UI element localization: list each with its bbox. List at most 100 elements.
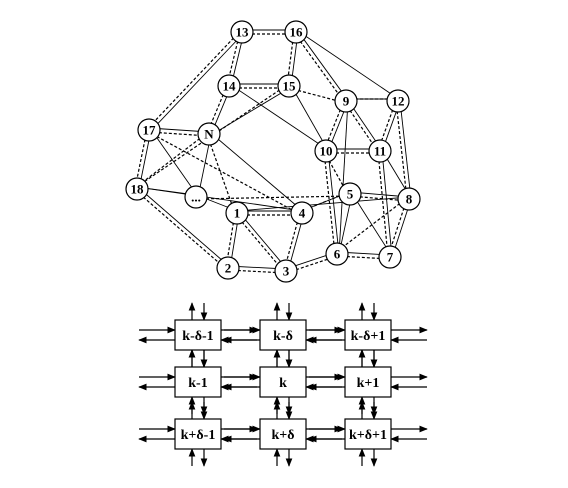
graph-node-5: 5 [338, 182, 362, 206]
grid-cell-label: k+δ+1 [349, 428, 387, 443]
dashed-edge-5-4 [301, 191, 350, 212]
graph-node-circle [338, 182, 362, 206]
grid-boxes: k-δ-1 k-δ k-δ+1 k-1 k k+1 k+δ-1 k+δ k+δ+1 [174, 319, 392, 450]
dashed-edge-13-17 [147, 30, 241, 130]
graph-node-3: 3 [274, 259, 298, 283]
dashed-edge-18-2 [135, 190, 228, 270]
grid-cell-2-1: k+δ [259, 418, 307, 450]
graph-node-circle [290, 201, 314, 225]
dashed-edge-8-6 [335, 196, 409, 253]
graph-node-10: 10 [314, 139, 338, 163]
grid-cell-label: k+1 [357, 376, 380, 391]
graph-node-circle [274, 259, 298, 283]
graph-node-label: 16 [290, 25, 304, 40]
dashed-edge-16-9 [293, 32, 345, 103]
graph-node-circle [277, 74, 301, 98]
graph-node-circle [184, 185, 208, 209]
graph-node-circle [230, 20, 254, 44]
grid-cell-2-0: k+δ-1 [174, 418, 222, 450]
solid-edge-17-dots [150, 128, 199, 197]
grid-cell-box [259, 319, 307, 351]
graph-node-circle [334, 89, 358, 113]
graph-node-label: 8 [406, 192, 413, 207]
grid-cell-0-2: k-δ+1 [344, 319, 392, 351]
grid-arrows [138, 302, 428, 467]
dashed-edge-dots-5 [196, 195, 351, 200]
graph-node-circle [137, 118, 161, 142]
grid-cell-box [174, 319, 222, 351]
graph-node-label: 4 [299, 206, 306, 221]
solid-edge-14-10 [229, 83, 328, 150]
dashed-edge-3-6 [286, 255, 338, 274]
solid-edge-10-6 [327, 150, 340, 254]
graph-node-N: N [197, 122, 221, 146]
graph-node-17: 17 [137, 118, 161, 142]
graph-node-label: 15 [283, 79, 297, 94]
graph-node-circle [386, 89, 410, 113]
graph-node-8: 8 [397, 187, 421, 211]
graph-node-label: 5 [347, 187, 354, 202]
grid-cell-box [259, 418, 307, 450]
dashed-edge-N-1 [206, 134, 236, 214]
solid-edge-11-7 [381, 150, 393, 257]
dashed-edge-12-11 [377, 100, 397, 151]
solid-edge-12-8 [399, 100, 412, 199]
grid-cell-0-1: k-δ [259, 319, 307, 351]
graph-node-circle [125, 177, 149, 201]
graph-node-16: 16 [284, 20, 308, 44]
dashed-edge-9-10 [323, 100, 345, 151]
graph-node-label: 6 [334, 247, 341, 262]
grid-cell-label: k-δ [273, 329, 293, 344]
graph-node-11: 11 [368, 139, 392, 163]
graph-node-13: 13 [230, 20, 254, 44]
graph-node-circle [368, 139, 392, 163]
graph-node-4: 4 [290, 201, 314, 225]
grid-cell-2-2: k+δ+1 [344, 418, 392, 450]
grid-cell-label: k [279, 376, 287, 391]
solid-edge-1-3 [238, 211, 288, 270]
dashed-edge-14-N [206, 84, 228, 134]
graph-node-14: 14 [217, 74, 241, 98]
solid-edge-13-17 [150, 33, 244, 132]
solid-edge-1-8 [236, 196, 409, 212]
solid-edge-18-4 [137, 186, 303, 212]
graph-node-label: N [204, 127, 214, 142]
grid-cell-box [344, 366, 392, 398]
solid-edge-15-10 [290, 84, 329, 151]
graph-node-circle [216, 256, 240, 280]
graph-node-label: 17 [143, 123, 157, 138]
solid-edge-16-12 [296, 29, 400, 100]
graph-node-circle [378, 245, 402, 269]
graph-node-circle [314, 139, 338, 163]
graph-node-circle [397, 187, 421, 211]
graph-node-circle [284, 20, 308, 44]
dashed-edge-6-7 [336, 255, 390, 260]
graph-node-label: 18 [131, 182, 145, 197]
grid-cell-1-2: k+1 [344, 366, 392, 398]
dashed-edge-12-8 [395, 101, 408, 200]
grid-cell-label: k-1 [188, 376, 207, 391]
graph-node-label: 10 [320, 144, 333, 159]
solid-edge-9-6 [338, 101, 349, 255]
grid-cell-1-1: k [259, 366, 307, 398]
dashed-edge-11-7 [377, 151, 389, 258]
solid-edge-16-9 [297, 30, 348, 101]
grid-cell-box [259, 366, 307, 398]
grid-cell-0-0: k-δ-1 [174, 319, 222, 351]
dashed-edge-10-6 [323, 151, 336, 255]
graph-node-label: 9 [343, 94, 350, 109]
graph-node-label: ... [191, 190, 201, 205]
graph-node-dots: ... [184, 185, 208, 209]
graph-node-circle [325, 242, 349, 266]
solid-edge-N-4 [210, 132, 304, 212]
graph-node-circle [197, 122, 221, 146]
graph-node-label: 14 [223, 79, 237, 94]
graph-node-7: 7 [378, 245, 402, 269]
grid-cell-box [174, 418, 222, 450]
graph-node-15: 15 [277, 74, 301, 98]
graph-node-12: 12 [386, 89, 410, 113]
graph-node-1: 1 [225, 201, 249, 225]
graph-node-label: 12 [392, 94, 405, 109]
